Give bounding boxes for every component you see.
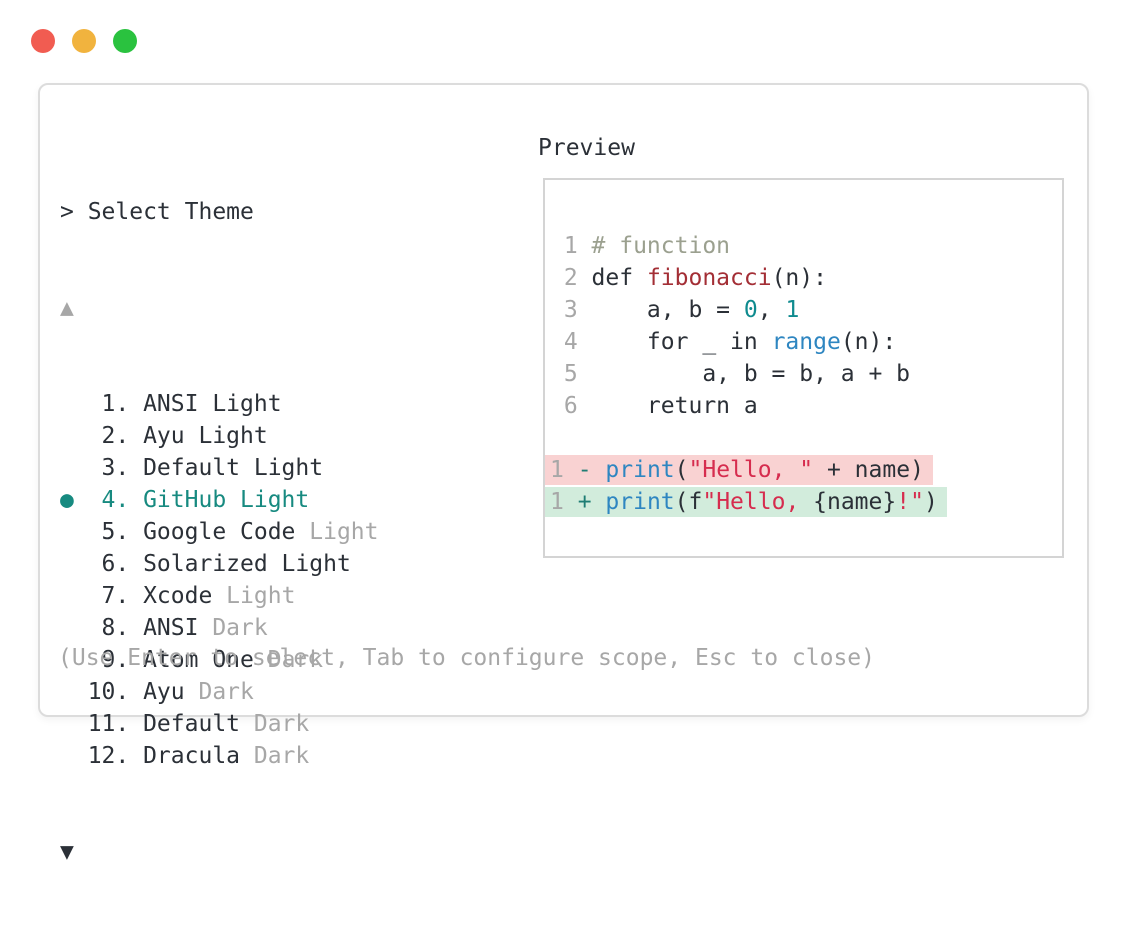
token-string: "Hello, " xyxy=(688,457,814,483)
token-function: fibonacci xyxy=(646,265,772,291)
theme-option-1[interactable]: 1. ANSI Light xyxy=(60,388,379,420)
token-text: for _ in xyxy=(591,329,772,355)
theme-option-label: 8. ANSI xyxy=(60,615,199,641)
scroll-down-icon[interactable]: ▼ xyxy=(60,839,74,865)
preview-title: Preview xyxy=(538,135,635,161)
theme-option-label: 10. Ayu xyxy=(60,679,185,705)
token-text: (f xyxy=(674,489,703,515)
token-comment: # function xyxy=(591,233,731,259)
theme-option-9[interactable]: 9. Atom One Dark xyxy=(60,644,379,676)
token-text: {name} xyxy=(813,489,897,515)
theme-option-label: 11. Default xyxy=(60,711,241,737)
theme-option-2[interactable]: 2. Ayu Light xyxy=(60,420,379,452)
token-text: a, b = xyxy=(591,297,744,323)
token-string: "Hello, xyxy=(702,489,814,515)
token-builtin: print xyxy=(605,457,675,483)
theme-option-label: 12. Dracula xyxy=(60,743,241,769)
zoom-button[interactable] xyxy=(113,29,137,53)
theme-option-label: 9. Atom One xyxy=(60,647,254,673)
code-line: 2 def fibonacci(n): xyxy=(550,262,947,294)
picker-prompt: > Select Theme xyxy=(60,199,254,225)
theme-option-variant: Dark xyxy=(253,647,324,673)
token-text: return a xyxy=(591,393,758,419)
keyboard-hint: (Use Enter to select, Tab to configure s… xyxy=(58,645,875,671)
code-line: 5 a, b = b, a + b xyxy=(550,358,947,390)
token-sign: - xyxy=(577,457,606,483)
theme-option-label: 2. Ayu Light xyxy=(60,423,268,449)
theme-option-6[interactable]: 6. Solarized Light xyxy=(60,548,379,580)
code-line-diff-added: 1 + print(f"Hello, {name}!") xyxy=(545,486,947,518)
token-sign: + xyxy=(577,489,606,515)
minimize-button[interactable] xyxy=(72,29,96,53)
token-text: + name) xyxy=(813,457,924,483)
token-text: ) xyxy=(923,489,938,515)
theme-option-label: ● 4. GitHub Light xyxy=(60,487,310,513)
token-text: , xyxy=(757,297,786,323)
token-text: (n): xyxy=(840,329,897,355)
code-preview: 1 # function 2 def fibonacci(n): 3 a, b … xyxy=(545,230,947,518)
code-line-diff-removed: 1 - print("Hello, " + name) xyxy=(545,454,947,486)
theme-option-label: 1. ANSI Light xyxy=(60,391,282,417)
theme-option-label: 7. Xcode xyxy=(60,583,213,609)
line-number: 1 xyxy=(550,489,578,515)
line-number: 4 xyxy=(550,329,592,355)
preview-pane: 1 # function 2 def fibonacci(n): 3 a, b … xyxy=(543,178,1064,558)
token-builtin: print xyxy=(605,489,675,515)
theme-option-7[interactable]: 7. Xcode Light xyxy=(60,580,379,612)
theme-option-variant: Light xyxy=(212,583,296,609)
code-line: 6 return a xyxy=(550,390,947,422)
code-line: 4 for _ in range(n): xyxy=(550,326,947,358)
theme-option-3[interactable]: 3. Default Light xyxy=(60,452,379,484)
line-number: 3 xyxy=(550,297,592,323)
theme-option-8[interactable]: 8. ANSI Dark xyxy=(60,612,379,644)
theme-option-variant: Dark xyxy=(240,743,310,769)
line-number: 1 xyxy=(550,233,592,259)
code-line: 3 a, b = 0, 1 xyxy=(550,294,947,326)
theme-picker-window: > Select Theme ▲ 1. ANSI Light 2. Ayu Li… xyxy=(38,83,1089,865)
code-line xyxy=(550,422,947,454)
token-text: (n): xyxy=(771,265,827,291)
theme-option-10[interactable]: 10. Ayu Dark xyxy=(60,676,379,708)
line-number: 5 xyxy=(550,361,592,387)
theme-option-4[interactable]: ● 4. GitHub Light xyxy=(60,484,379,516)
code-line: 1 # function xyxy=(550,230,947,262)
theme-list: 1. ANSI Light 2. Ayu Light 3. Default Li… xyxy=(60,388,379,772)
token-text: ( xyxy=(674,457,689,483)
token-number: 1 xyxy=(785,297,800,323)
token-builtin: range xyxy=(771,329,841,355)
close-button[interactable] xyxy=(31,29,55,53)
scroll-up-icon[interactable]: ▲ xyxy=(60,295,74,321)
line-number: 1 xyxy=(550,457,578,483)
theme-option-variant: Light xyxy=(295,519,379,545)
theme-picker-panel: > Select Theme ▲ 1. ANSI Light 2. Ayu Li… xyxy=(60,132,379,932)
theme-option-11[interactable]: 11. Default Dark xyxy=(60,708,379,740)
theme-option-variant: Dark xyxy=(184,679,254,705)
theme-option-variant: Dark xyxy=(240,711,310,737)
theme-option-variant: Dark xyxy=(198,615,268,641)
line-number: 2 xyxy=(550,265,592,291)
token-text: def xyxy=(591,265,647,291)
line-number: 6 xyxy=(550,393,592,419)
token-text: a, b = b, a + b xyxy=(591,361,911,387)
token-string: !" xyxy=(896,489,924,515)
token-number: 0 xyxy=(743,297,758,323)
theme-option-label: 3. Default Light xyxy=(60,455,324,481)
theme-option-label: 6. Solarized Light xyxy=(60,551,351,577)
theme-option-label: 5. Google Code xyxy=(60,519,296,545)
theme-option-5[interactable]: 5. Google Code Light xyxy=(60,516,379,548)
theme-option-12[interactable]: 12. Dracula Dark xyxy=(60,740,379,772)
